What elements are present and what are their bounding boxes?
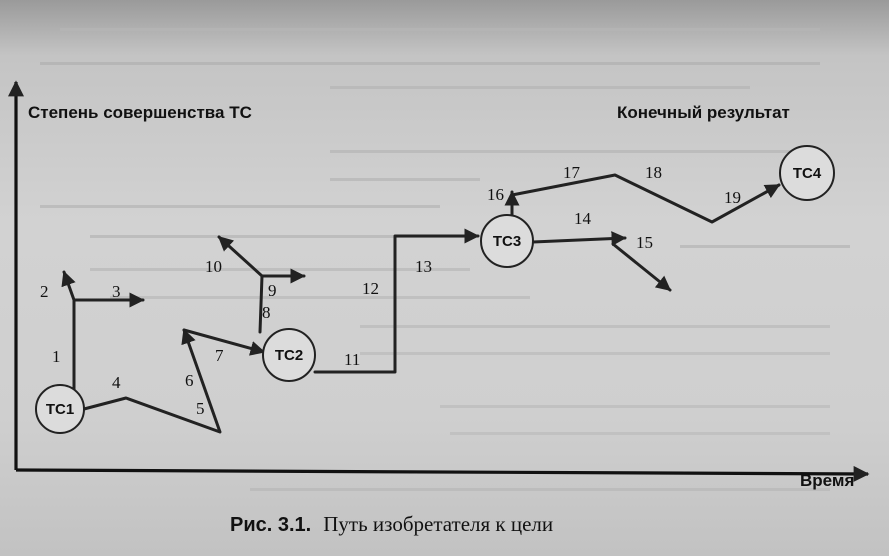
step-label-16: 16: [487, 185, 504, 204]
step-label-10: 10: [205, 257, 222, 276]
step-label-17: 17: [563, 163, 581, 182]
node-tc4: ТС4: [779, 145, 835, 201]
node-tc3: ТС3: [480, 214, 534, 268]
segment-7: [182, 328, 266, 356]
caption-text: Путь изобретателя к цели: [323, 512, 553, 536]
step-label-18: 18: [645, 163, 662, 182]
step-label-14: 14: [574, 209, 592, 228]
segment-15: [611, 242, 672, 292]
step-label-8: 8: [262, 303, 271, 322]
node-label: ТС4: [793, 165, 822, 182]
segment-14: [531, 231, 627, 247]
node-label: ТС1: [46, 401, 74, 418]
node-label: ТС2: [275, 347, 303, 364]
step-label-11: 11: [344, 350, 360, 369]
node-tc2: ТС2: [262, 328, 316, 382]
step-label-5: 5: [196, 399, 205, 418]
node-label: ТС3: [493, 233, 521, 250]
step-label-4: 4: [112, 373, 121, 392]
step-label-7: 7: [215, 346, 224, 365]
step-label-12: 12: [362, 279, 379, 298]
segment-1-2: [61, 270, 76, 397]
segment-10: [217, 235, 264, 278]
step-label-1: 1: [52, 347, 61, 366]
step-label-3: 3: [112, 282, 121, 301]
path-segments: [61, 173, 781, 434]
segment-17-18-19: [510, 173, 781, 224]
y-axis-title: Степень совершенства ТС: [28, 103, 252, 122]
step-label-6: 6: [185, 371, 194, 390]
step-numbers: 1 2 3 4 5 6 7 8 9 10 11 12 13 14 15 16 1…: [40, 163, 741, 418]
node-tc1: ТС1: [35, 384, 85, 434]
segment-11-12-13: [313, 228, 480, 374]
step-label-15: 15: [636, 233, 653, 252]
goal-label: Конечный результат: [617, 103, 790, 122]
x-axis-title: Время: [800, 471, 854, 490]
caption-number: Рис. 3.1.: [230, 514, 311, 536]
step-label-9: 9: [268, 281, 277, 300]
x-axis: [15, 465, 870, 482]
background-text-lines: [40, 28, 850, 491]
step-label-19: 19: [724, 188, 741, 207]
figure-caption: Рис. 3.1. Путь изобретателя к цели: [230, 512, 553, 536]
segment-4-5-6: [82, 328, 222, 434]
step-label-13: 13: [415, 257, 432, 276]
step-label-2: 2: [40, 282, 49, 301]
